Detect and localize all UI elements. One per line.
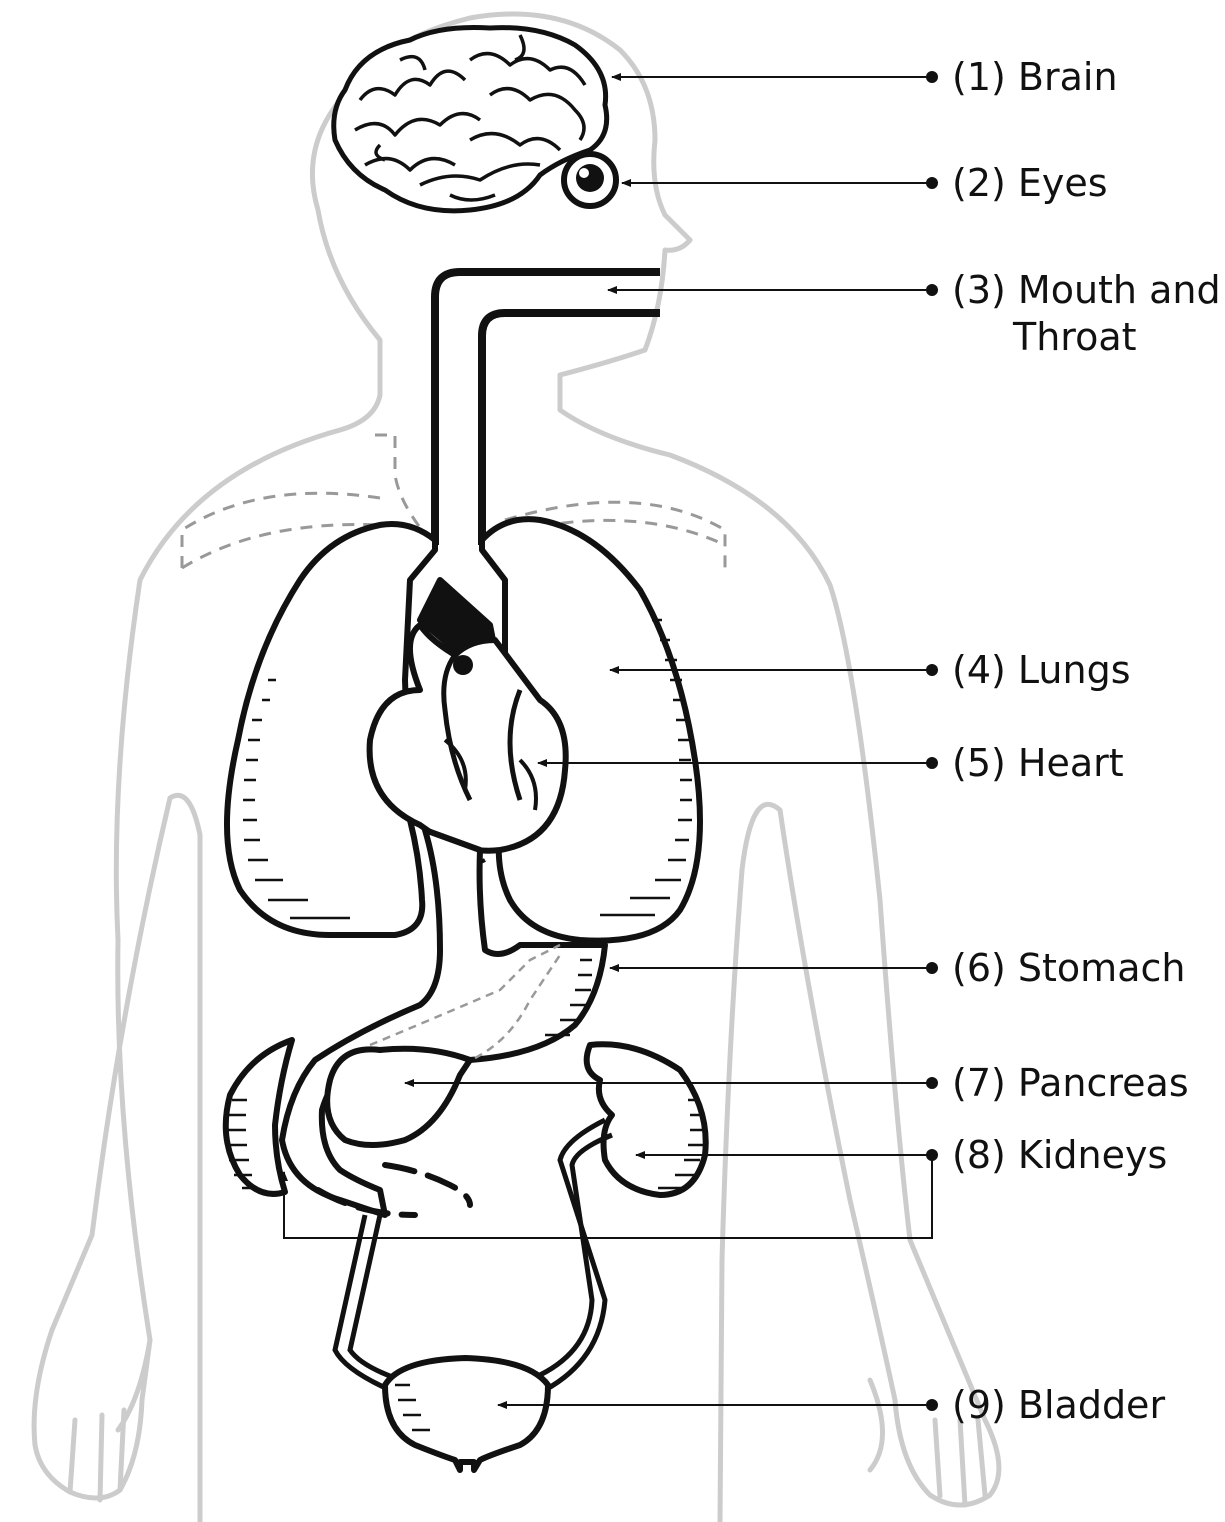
kidney-left xyxy=(226,1040,292,1194)
label-stomach: (6) Stomach xyxy=(952,946,1185,990)
pancreas-organ xyxy=(327,1049,470,1145)
label-lungs: (4) Lungs xyxy=(952,648,1131,692)
ureters xyxy=(335,1120,612,1390)
bladder-organ xyxy=(385,1358,548,1470)
label-pancreas: (7) Pancreas xyxy=(952,1061,1189,1105)
label-kidneys: (8) Kidneys xyxy=(952,1133,1167,1177)
label-eyes: (2) Eyes xyxy=(952,161,1108,205)
label-mouth-throat-line2: Throat xyxy=(1012,315,1137,359)
dashed-ribs xyxy=(182,435,725,572)
label-brain: (1) Brain xyxy=(952,55,1118,99)
eye-organ xyxy=(564,154,616,206)
labels: (1) Brain (2) Eyes (3) Mouth and Throat … xyxy=(952,55,1221,1427)
trachea xyxy=(435,272,660,545)
label-mouth-throat: (3) Mouth and xyxy=(952,268,1221,312)
label-bladder: (9) Bladder xyxy=(952,1383,1165,1427)
label-heart: (5) Heart xyxy=(952,741,1124,785)
